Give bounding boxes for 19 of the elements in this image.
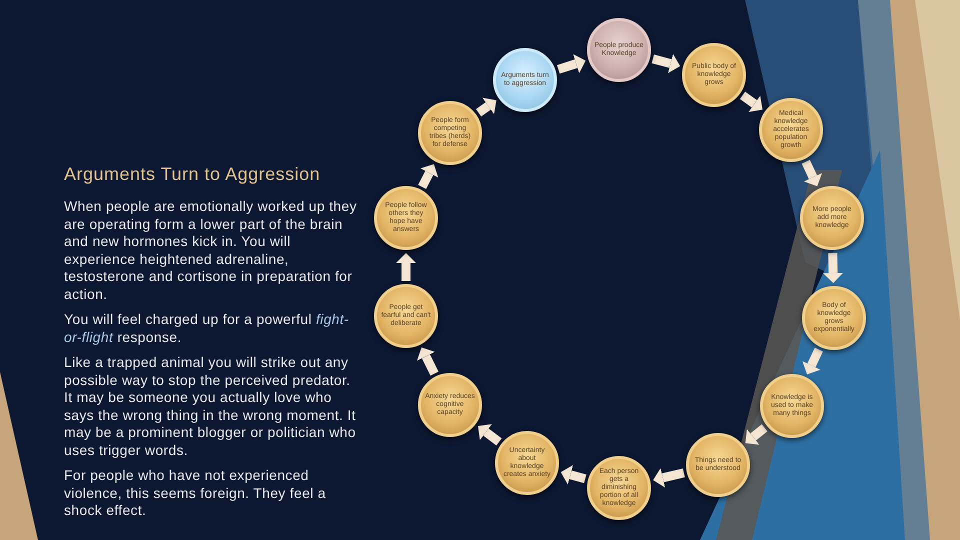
body-paragraph: Like a trapped animal you will strike out any possible way to stop the perceived predator. It may be someone you actually love who says the wrong thing in the wrong moment. It may be a prominent blogger or politician who uses trigger words.: [64, 354, 357, 459]
body-paragraph: You will feel charged up for a powerful fight-or-flight response.: [64, 311, 350, 346]
arrow: [560, 465, 586, 484]
arrow: [416, 347, 439, 376]
slide-title: Arguments Turn to Aggression: [64, 163, 320, 186]
arrow: [476, 98, 496, 116]
arrow: [418, 164, 438, 189]
arrow: [396, 253, 416, 281]
arrow: [802, 348, 823, 374]
arrow: [478, 424, 502, 446]
arrow: [556, 54, 586, 74]
body-paragraph: When people are emotionally worked up they are operating form a lower part of the brain and new hormones kick in. You will experience heightened adrenaline, testosterone and cortisone in preparation for action.: [64, 198, 358, 303]
body-paragraph: For people who have not experienced violence, this seems foreign. They feel a shock effect.: [64, 467, 327, 520]
arrow: [652, 54, 680, 74]
arrow: [740, 92, 763, 112]
arrow: [823, 252, 844, 283]
arrow: [802, 160, 822, 186]
arrow: [653, 468, 685, 488]
arrow: [745, 424, 768, 445]
